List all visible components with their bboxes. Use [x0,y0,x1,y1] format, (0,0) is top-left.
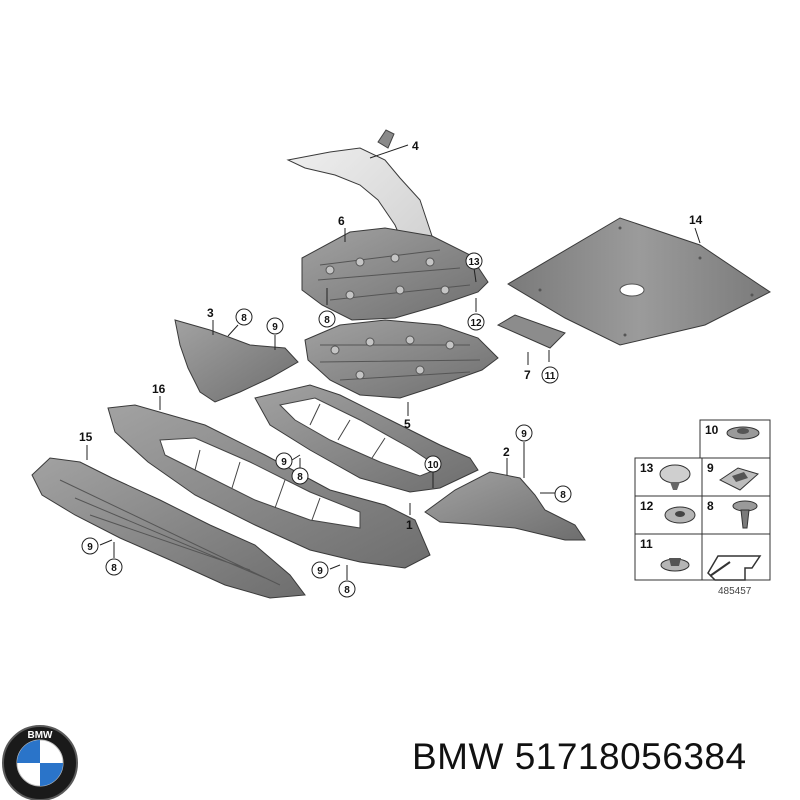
fastener-13-icon [659,464,691,490]
callout-5: 5 [404,417,411,431]
circled-callouts [81,252,572,598]
callout-15: 15 [79,430,93,444]
legend-label-13: 13 [640,461,654,475]
callout-labels: 4 6 14 3 7 5 16 15 2 1 [79,139,703,532]
part-large-underbody-panel [507,217,771,346]
part-front-lip-panel [31,457,306,599]
circled-callout-labels: 13 12 8 11 8 9 9 8 10 9 8 9 8 9 8 [87,257,566,596]
arrow-icon [707,555,762,581]
callout-14: 14 [689,213,703,227]
circled-callout-8d: 8 [297,472,303,483]
part-number-caption: BMW 51718056384 [412,736,747,777]
circled-callout-11: 11 [545,371,556,382]
fastener-12-icon [664,506,696,524]
part-right-arch-trim [424,471,586,541]
circled-callout-9d: 9 [87,542,93,553]
circled-callout-12: 12 [470,318,482,329]
fastener-9-icon [719,467,760,491]
callout-2: 2 [503,445,510,459]
circled-callout-8b: 8 [241,313,247,324]
legend-label-8: 8 [707,499,714,513]
legend-label-12: 12 [640,499,654,513]
legend-label-9: 9 [707,461,714,475]
part-upper-underbody-shield [301,227,489,321]
fastener-11-icon [660,558,690,572]
circled-callout-8f: 8 [344,585,350,596]
part-lower-underbody-shield [304,319,499,399]
callout-1: 1 [406,518,413,532]
circled-callout-9e: 9 [317,566,323,577]
legend-label-11: 11 [640,537,653,551]
part-small-cover-plate [496,314,566,349]
reference-number: 485457 [718,586,752,597]
fastener-legend: 10 13 9 12 8 11 [634,419,771,597]
circled-callout-8a: 8 [324,315,330,326]
part-front-frame [107,404,431,569]
fastener-8-icon [732,500,758,529]
legend-label-10: 10 [705,423,719,437]
part-middle-grille-frame [254,384,479,493]
leader-lines [86,144,701,580]
bmw-logo: BMW [2,725,78,800]
fastener-10-icon [726,426,760,440]
callout-7: 7 [524,368,531,382]
callout-16: 16 [152,382,166,396]
circled-callout-8e: 8 [111,563,117,574]
callout-6: 6 [338,214,345,228]
circled-callout-9a: 9 [272,322,278,333]
circled-callout-9c: 9 [281,457,287,468]
circled-callout-9b: 9 [521,429,527,440]
circled-callout-10: 10 [427,460,439,471]
callout-3: 3 [207,306,214,320]
bmw-logo-text: BMW [28,730,54,741]
circled-callout-13: 13 [468,257,480,268]
circled-callout-8c: 8 [560,490,566,501]
callout-4: 4 [412,139,419,153]
part-left-arch-trim [174,319,299,403]
